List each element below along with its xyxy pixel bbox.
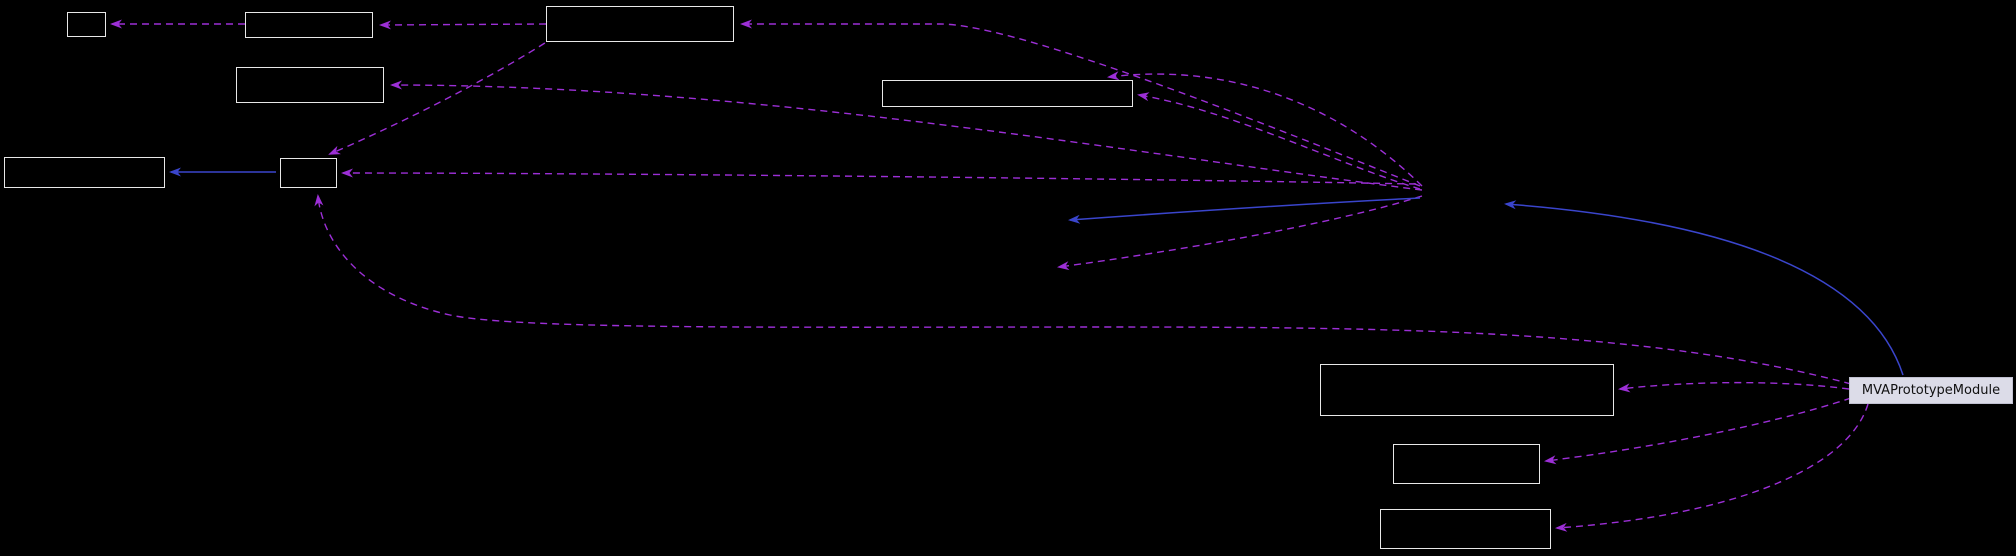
dependency-edge-hub-left [1057, 195, 1423, 271]
dependency-edge-mva-n7-long [314, 194, 1852, 385]
dependency-edge-hub-n5-top [1107, 71, 1423, 187]
dependency-edge-n3-n7 [328, 29, 566, 155]
dependency-edge-mva-n10 [1555, 403, 1869, 532]
dependency-edge-mva-n9 [1544, 397, 1852, 465]
node-box-n6[interactable] [4, 157, 165, 188]
node-box-n5[interactable] [882, 80, 1133, 107]
node-box-n3[interactable] [546, 6, 734, 42]
node-box-n9[interactable] [1393, 444, 1540, 484]
node-box-n8[interactable] [1320, 364, 1614, 416]
node-label-mvaprototypemodule: MVAPrototypeModule [1861, 383, 2001, 398]
inheritance-edge-hub-left [1068, 197, 1421, 224]
node-box-n1[interactable] [67, 12, 106, 37]
node-box-n4[interactable] [236, 67, 384, 103]
dependency-edge-hub-n5-right [1137, 92, 1421, 190]
node-box-n2[interactable] [245, 12, 373, 38]
inheritance-edge-mva-hub [1504, 200, 1904, 376]
dependency-edge-hub-n3 [740, 19, 1421, 187]
node-box-n10[interactable] [1380, 509, 1551, 549]
node-box-mvaprototypemodule[interactable]: MVAPrototypeModule [1849, 377, 2013, 404]
node-box-n7[interactable] [280, 158, 337, 188]
dependency-edge-hub-n7 [341, 168, 1417, 185]
dependency-edge-n3-n2 [379, 20, 547, 30]
dependency-edge-mva-n8 [1618, 381, 1850, 393]
